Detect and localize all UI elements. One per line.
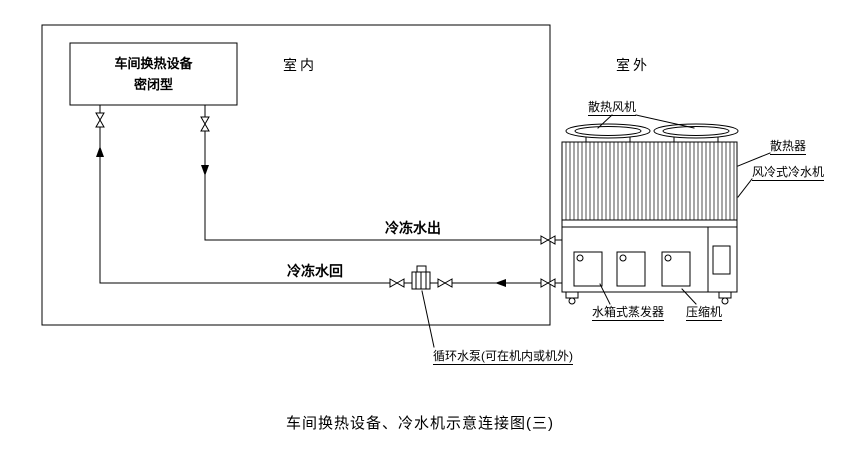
- leader-pump: [421, 290, 435, 348]
- fan-right-icon: [653, 123, 739, 143]
- compressor-box-right: [661, 251, 691, 287]
- valve-icon: [200, 116, 210, 132]
- leader-evaporator: [599, 283, 611, 305]
- valve-icon: [95, 112, 105, 128]
- equipment-name: 车间换热设备: [114, 56, 193, 71]
- compressor-box-middle: [616, 251, 646, 287]
- valve-icon: [389, 278, 405, 288]
- condenser-section: [561, 141, 738, 221]
- chilled-water-out-label: 冷冻水出: [385, 220, 441, 236]
- evaporator-label: 水箱式蒸发器: [592, 305, 665, 321]
- chiller-label: 风冷式冷水机: [752, 165, 825, 181]
- valve-icon: [437, 278, 453, 288]
- valve-icon: [540, 278, 556, 288]
- equipment-box-label: 车间换热设备 密闭型: [70, 43, 237, 105]
- flow-arrow-down-icon: [201, 165, 209, 176]
- leader-chiller: [737, 178, 753, 198]
- fan-label: 散热风机: [588, 100, 637, 116]
- flow-arrow-left-icon: [495, 279, 506, 287]
- separator-band: [561, 219, 738, 228]
- leader-fan-right: [635, 114, 695, 129]
- flow-arrow-up-icon: [96, 146, 104, 157]
- evaporator-tank: [573, 251, 603, 287]
- leader-fan-left: [597, 114, 613, 129]
- outdoor-label: 室外: [616, 57, 650, 73]
- compressor-label: 压缩机: [686, 305, 723, 321]
- pump-symbol: [411, 265, 431, 290]
- equipment-box-outline: [69, 42, 238, 106]
- chiller-unit: [561, 123, 739, 305]
- equipment-type: 密闭型: [133, 77, 173, 92]
- valve-icons: [95, 112, 556, 288]
- fan-left-icon: [565, 123, 651, 143]
- indoor-label: 室内: [283, 57, 317, 73]
- radiator-label: 散热器: [770, 139, 807, 155]
- leader-lines: [421, 114, 771, 348]
- indoor-room-outline: [41, 24, 551, 326]
- diagram-caption: 车间换热设备、冷水机示意连接图(三): [286, 415, 554, 432]
- chilled-water-return-label: 冷冻水回: [287, 263, 343, 279]
- flow-arrow-icons: [96, 146, 506, 287]
- valve-icon: [540, 235, 556, 245]
- caster-feet: [565, 291, 732, 305]
- control-panel: [707, 226, 731, 293]
- pump-label: 循环水泵(可在机内或机外): [433, 349, 573, 365]
- leader-radiator: [737, 152, 771, 167]
- leader-compressor: [681, 288, 697, 305]
